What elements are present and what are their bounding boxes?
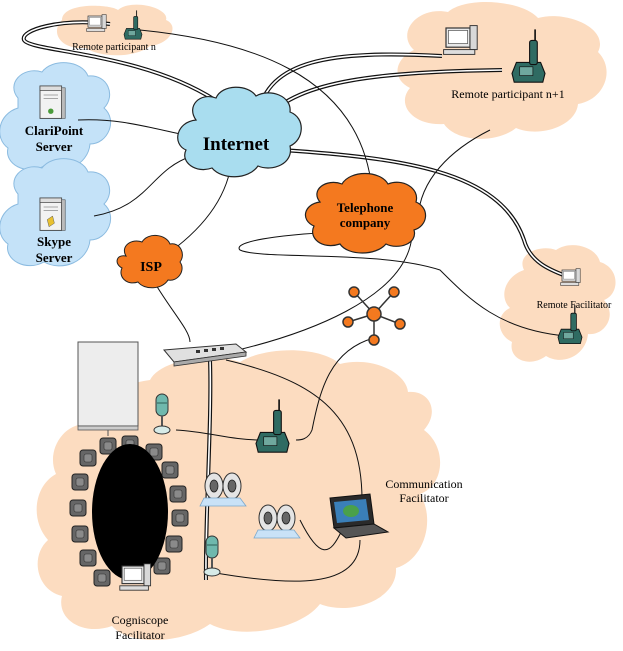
- claripoint-label-2: Server: [36, 139, 73, 154]
- remote-n-cloud: [56, 4, 173, 56]
- communication-facilitator-label-1: Communication: [385, 477, 462, 491]
- isp-label: ISP: [140, 260, 162, 275]
- telephone-company-cloud: Telephone company: [304, 172, 427, 254]
- claripoint-label-1: ClariPoint: [25, 123, 84, 138]
- cogniscope-facilitator-label-1: Cogniscope: [112, 613, 169, 627]
- skype-label-1: Skype: [37, 234, 71, 249]
- remote-facilitator-computer-icon: [560, 268, 581, 286]
- telco-label-2: company: [340, 215, 391, 230]
- laptop-icon: [329, 493, 390, 539]
- remote-facilitator-cloud: [499, 245, 616, 362]
- telco-label-1: Telephone: [337, 200, 394, 215]
- claripoint-server-icon: [39, 85, 66, 119]
- remote-n-label: Remote participant n: [72, 42, 156, 53]
- isp-cloud: ISP: [116, 235, 183, 289]
- conference-table: [69, 435, 189, 587]
- cogniscope-computer-icon: [119, 563, 152, 591]
- communication-facilitator-label-2: Facilitator: [399, 491, 448, 505]
- skype-label-2: Server: [36, 250, 73, 265]
- skype-server-icon: [39, 197, 66, 231]
- remote-n-computer-icon: [86, 14, 107, 32]
- projection-screen-icon: [77, 341, 139, 436]
- remote-n1-computer-icon: [443, 25, 478, 56]
- cogniscope-facilitator-label-2: Facilitator: [115, 628, 164, 642]
- internet-label: Internet: [203, 134, 270, 155]
- router-icon: [163, 343, 248, 367]
- internet-cloud: Internet: [177, 86, 302, 178]
- hub-node: [342, 286, 406, 346]
- remote-n1-label: Remote participant n+1: [451, 87, 564, 101]
- remote-n1-cloud: [397, 1, 607, 139]
